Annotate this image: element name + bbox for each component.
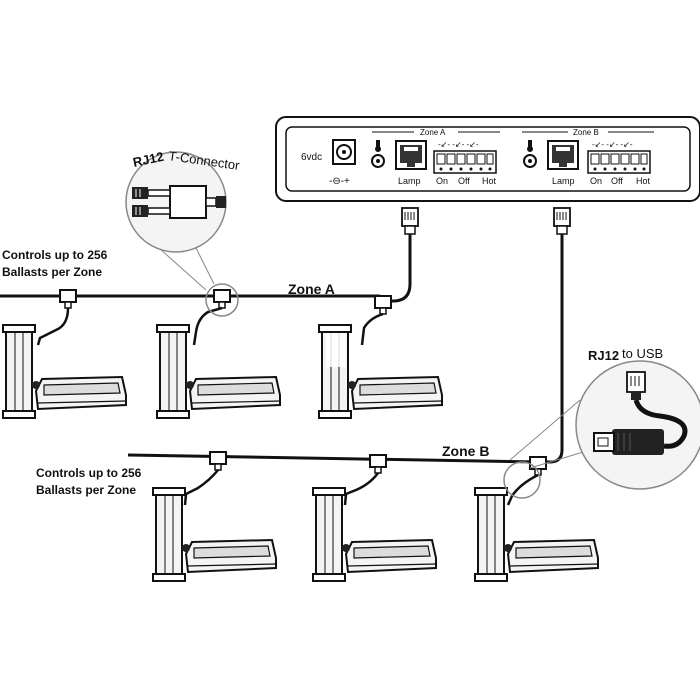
rj12-plug-zone-a [401, 207, 419, 235]
off-label-zone-b: Off [611, 176, 623, 186]
off-label-zone-a: Off [458, 176, 470, 186]
zone-a-controller-cable [385, 234, 412, 303]
controller-zone-a-label: Zone A [420, 128, 446, 137]
t-connector-callout [125, 151, 239, 317]
zone-b-note-line1: Controls up to 256 [36, 466, 142, 480]
zone-b-bus-cable [127, 453, 541, 464]
zone-b-label: Zone B [442, 443, 489, 459]
usb-title-prefix: RJ12 [588, 348, 619, 363]
svg-text:-↙- -↙- -↙-: -↙- -↙- -↙- [592, 140, 633, 149]
on-label-zone-b: On [590, 176, 602, 186]
bulb-icon-zone-b [523, 140, 537, 168]
zone-b-t-connector-1 [209, 451, 227, 471]
controller-zone-b-label: Zone B [573, 128, 599, 137]
terminal-block-zone-b: -↙- -↙- -↙- [587, 140, 651, 174]
on-label-zone-a: On [436, 176, 448, 186]
zone-a-t-connector-3 [374, 295, 392, 315]
usb-title-suffix: to USB [622, 346, 663, 361]
usb-plug-icon [593, 429, 664, 455]
power-jack-icon [332, 139, 356, 165]
usb-callout [503, 360, 700, 499]
rj12-plug-icon [626, 371, 646, 400]
terminal-block-zone-a: -↙- -↙- -↙- [433, 140, 497, 174]
zone-a-t-connector-1 [59, 289, 77, 309]
hot-label-zone-b: Hot [636, 176, 651, 186]
bulb-icon-zone-a [371, 140, 385, 168]
zone-b-ballast-1 [152, 487, 277, 582]
zone-a-note-line1: Controls up to 256 [2, 248, 108, 262]
svg-text:-↙- -↙- -↙-: -↙- -↙- -↙- [438, 140, 479, 149]
zone-a-label: Zone A [288, 281, 335, 297]
watermark [326, 333, 346, 367]
lamp-jack-zone-a [395, 140, 427, 170]
rj12-plug-zone-b [553, 207, 571, 235]
polarity-label: -⊖-+ [329, 176, 350, 187]
zone-a-ballast-1 [2, 324, 127, 419]
zone-a-ballast-2 [156, 324, 281, 419]
power-label: 6vdc [301, 152, 322, 163]
zone-b-controller-cable [540, 234, 564, 464]
hot-label-zone-a: Hot [482, 176, 497, 186]
lamp-label-zone-b: Lamp [552, 176, 575, 186]
zone-b-note-line2: Ballasts per Zone [36, 483, 136, 497]
t-connector-title-prefix: RJ12 [132, 149, 166, 170]
lamp-label-zone-a: Lamp [398, 176, 421, 186]
zone-a-t-connector-2 [213, 289, 231, 309]
zone-b-ballast-3 [474, 487, 599, 582]
lamp-jack-zone-b [547, 140, 579, 170]
zone-b-ballast-2 [312, 487, 437, 582]
zone-a-note-line2: Ballasts per Zone [2, 265, 102, 279]
zone-b-t-connector-2 [369, 454, 387, 474]
